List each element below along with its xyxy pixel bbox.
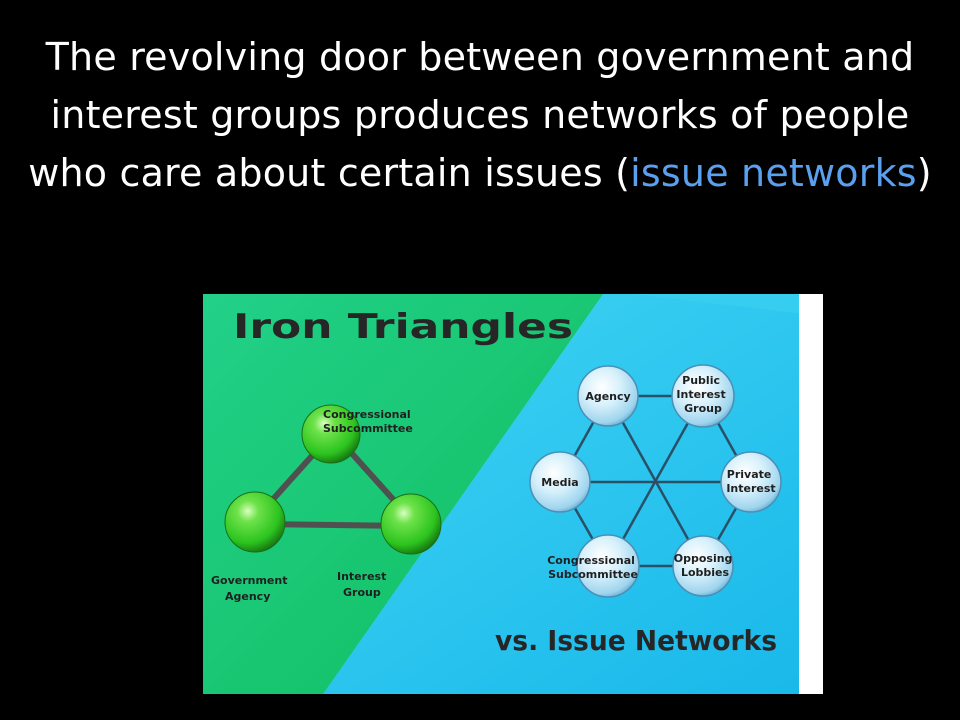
media-label: Media <box>541 476 578 489</box>
interest-group-node-icon <box>380 493 442 555</box>
agency-label: Agency <box>585 390 630 403</box>
title-text-end: ) <box>916 151 932 195</box>
iron-triangles-vs-issue-networks-diagram: Iron Triangles Congressional Subcommitte… <box>203 294 823 694</box>
government-agency-label: Government Agency <box>211 574 291 603</box>
media-node-icon <box>529 451 591 513</box>
iron-triangles-title: Iron Triangles <box>233 307 573 347</box>
opposing-lobbies-node-icon <box>672 535 734 597</box>
blue-highlight <box>603 294 803 314</box>
subcommittee-node-icon <box>301 404 361 464</box>
public-interest-node-icon <box>671 364 735 428</box>
opposing-lobbies-label: Opposing Lobbies <box>674 552 737 579</box>
slide-title: The revolving door between government an… <box>20 28 940 202</box>
public-interest-label: Public Interest Group <box>676 374 729 415</box>
title-highlight-issue-networks: issue networks <box>630 151 917 195</box>
agency-node-icon <box>577 365 639 427</box>
interest-group-label: Interest Group <box>337 570 390 599</box>
government-agency-node-icon <box>224 491 286 553</box>
white-edge-strip <box>799 294 823 694</box>
congressional-subcommittee-label: Congressional Subcommittee <box>547 554 639 581</box>
private-interest-label: Private Interest <box>726 468 775 495</box>
diagram-svg: Iron Triangles Congressional Subcommitte… <box>203 294 823 694</box>
subcommittee-label: Congressional Subcommittee <box>323 408 415 435</box>
issue-networks-title: vs. Issue Networks <box>495 624 777 657</box>
private-interest-node-icon <box>720 451 782 513</box>
title-text: The revolving door between government an… <box>28 35 915 195</box>
green-background <box>203 294 603 694</box>
congressional-subcommittee-node-icon <box>576 534 640 598</box>
